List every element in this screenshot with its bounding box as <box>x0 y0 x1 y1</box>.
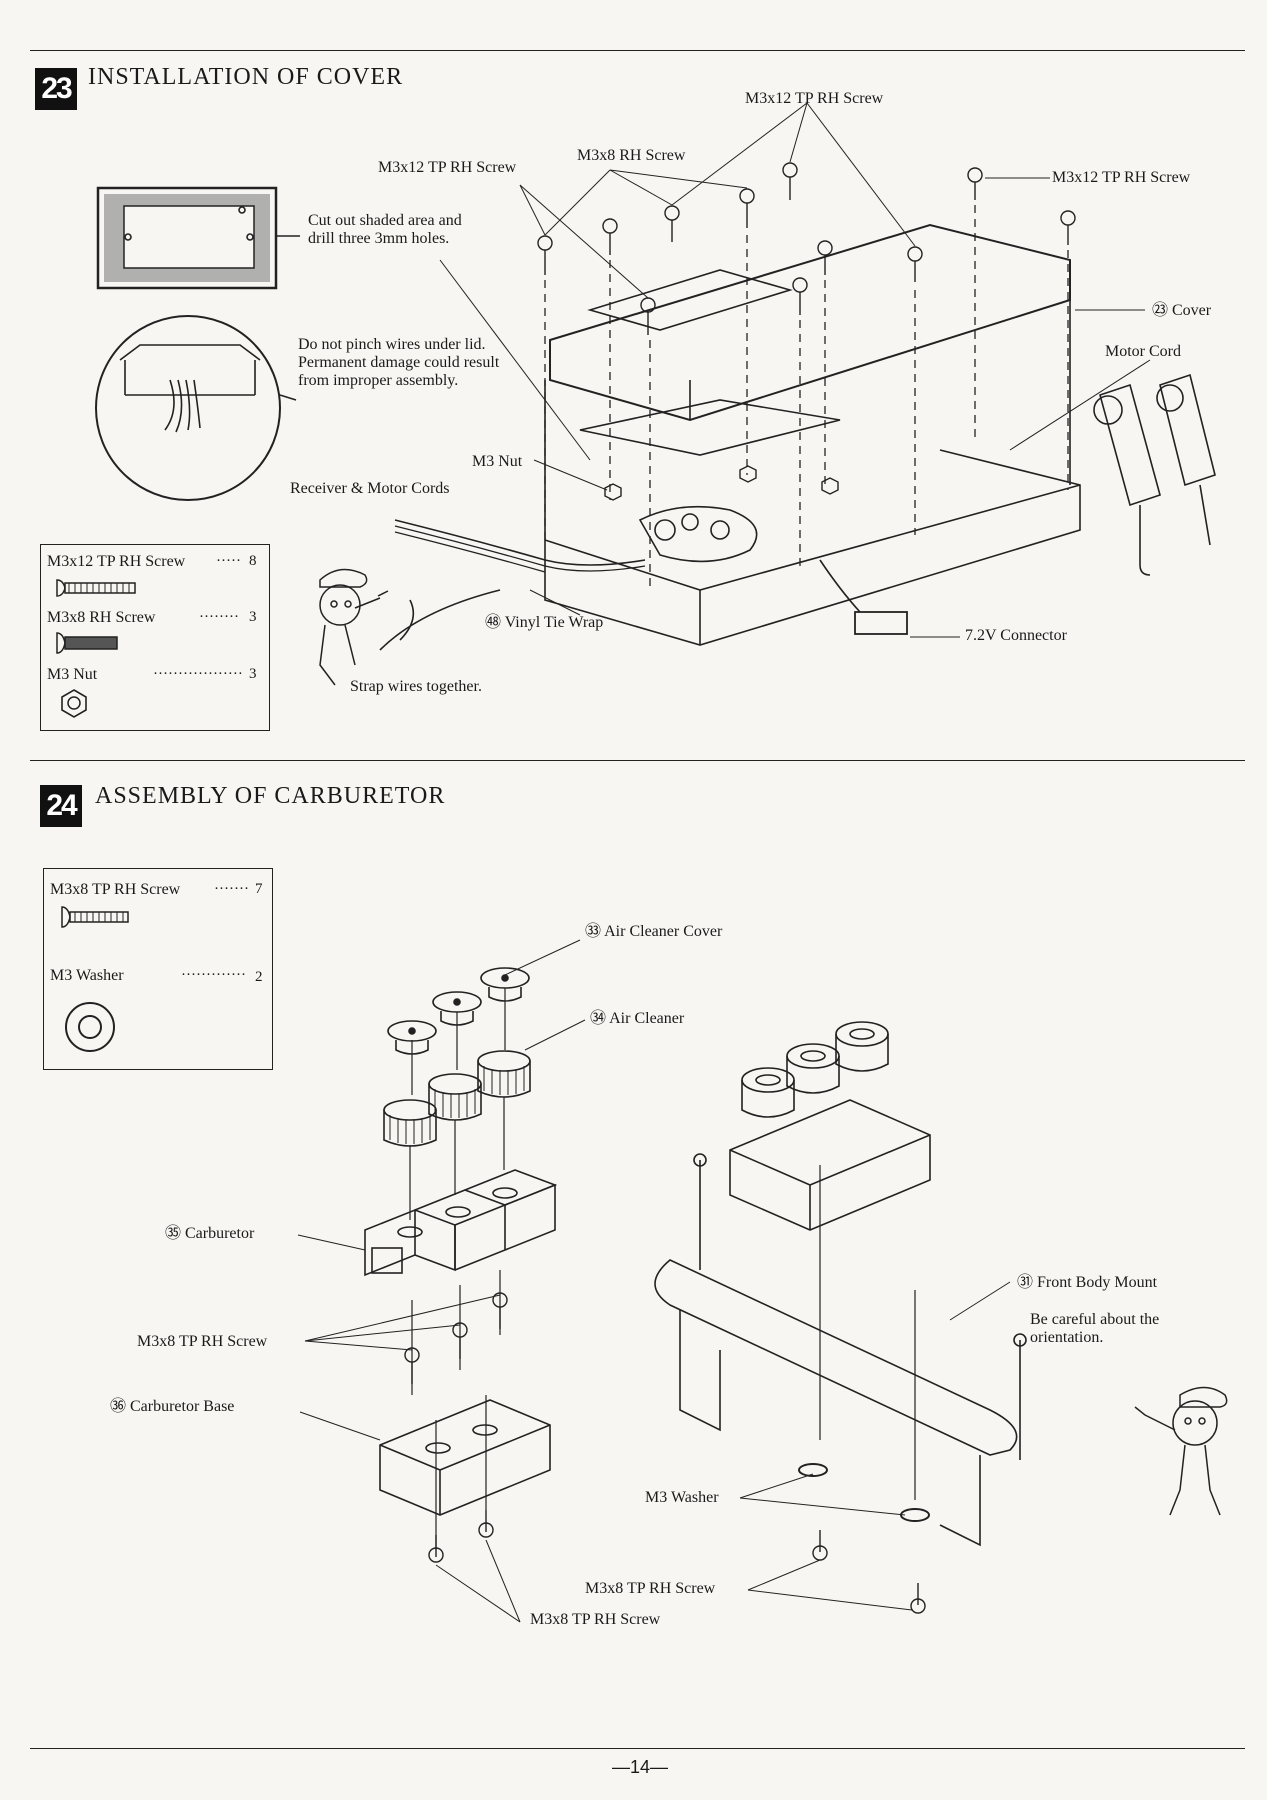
part-qty: 7 <box>255 881 263 897</box>
washer-icon <box>65 1002 115 1052</box>
label-tie-wrap: ㊽ Vinyl Tie Wrap <box>485 614 604 631</box>
part-dots: ····· <box>216 553 241 569</box>
part-dots: ·················· <box>153 666 243 682</box>
label-m3x8-tp-bottom: M3x8 TP RH Screw <box>530 1611 661 1628</box>
step-23-title: INSTALLATION OF COVER <box>88 64 404 90</box>
part-name: M3 Nut <box>47 666 98 683</box>
part-qty: 3 <box>249 666 257 682</box>
label-m3-nut: M3 Nut <box>472 453 523 470</box>
note-strap-wires: Strap wires together. <box>350 678 482 695</box>
label-m3x8-rh: M3x8 RH Screw <box>577 147 686 164</box>
part-qty: 3 <box>249 609 257 625</box>
part-qty: 8 <box>249 553 257 569</box>
step-24-badge: 24 <box>40 785 82 827</box>
part-name: M3x8 TP RH Screw <box>50 881 181 898</box>
top-rule <box>30 50 1245 51</box>
carburetor-assembly-illustration <box>297 939 1027 1623</box>
part-name: M3x8 RH Screw <box>47 609 156 626</box>
label-m3x8-tp-mid: M3x8 TP RH Screw <box>585 1580 716 1597</box>
label-m3x8-tp-left: M3x8 TP RH Screw <box>137 1333 268 1350</box>
rh-screw-icon <box>56 632 118 654</box>
step-24-parts-box: M3x8 TP RH Screw ······· 7 M3 Washer ···… <box>43 868 273 1070</box>
cover-installation-illustration <box>95 102 1216 651</box>
label-m3x12-left: M3x12 TP RH Screw <box>378 159 517 176</box>
label-connector: 7.2V Connector <box>965 627 1067 644</box>
note-pinch: Do not pinch wires under lid. Permanent … <box>298 336 500 389</box>
mascot-character-illustration <box>319 568 389 686</box>
hex-nut-icon <box>61 689 87 718</box>
label-m3x12-right: M3x12 TP RH Screw <box>1052 169 1191 186</box>
part-dots: ········ <box>199 609 239 625</box>
label-air-cleaner: ㉞ Air Cleaner <box>590 1010 685 1027</box>
bottom-rule <box>30 1748 1245 1749</box>
page-number: —14— <box>612 1757 669 1777</box>
label-m3x12-top: M3x12 TP RH Screw <box>745 90 884 107</box>
step-24-title: ASSEMBLY OF CARBURETOR <box>95 783 446 809</box>
note-cutout: Cut out shaded area and drill three 3mm … <box>308 212 462 247</box>
label-carburetor-base: ㊱ Carburetor Base <box>110 1398 235 1415</box>
step-23-parts-box: M3x12 TP RH Screw ····· 8 M3x8 RH Screw … <box>40 544 270 731</box>
note-orientation: Be careful about the orientation. <box>1030 1311 1160 1346</box>
step-23-badge: 23 <box>35 68 77 110</box>
label-receiver-cords: Receiver & Motor Cords <box>290 480 450 497</box>
mascot-pointing-illustration <box>1134 1386 1228 1516</box>
part-qty: 2 <box>255 969 263 985</box>
label-carburetor: ㉟ Carburetor <box>165 1225 255 1242</box>
tp-screw-icon <box>61 906 129 928</box>
tp-screw-icon <box>56 579 136 597</box>
label-front-body-mount: ㉛ Front Body Mount <box>1017 1274 1158 1291</box>
label-m3-washer: M3 Washer <box>645 1489 719 1506</box>
part-dots: ············· <box>181 967 246 983</box>
label-cover: ㉓ Cover <box>1152 302 1212 319</box>
part-name: M3 Washer <box>50 967 124 984</box>
part-dots: ······· <box>214 881 249 897</box>
label-air-cleaner-cover: ㉝ Air Cleaner Cover <box>585 923 723 940</box>
part-name: M3x12 TP RH Screw <box>47 553 186 570</box>
mid-rule <box>30 760 1245 761</box>
label-motor-cord: Motor Cord <box>1105 343 1181 360</box>
